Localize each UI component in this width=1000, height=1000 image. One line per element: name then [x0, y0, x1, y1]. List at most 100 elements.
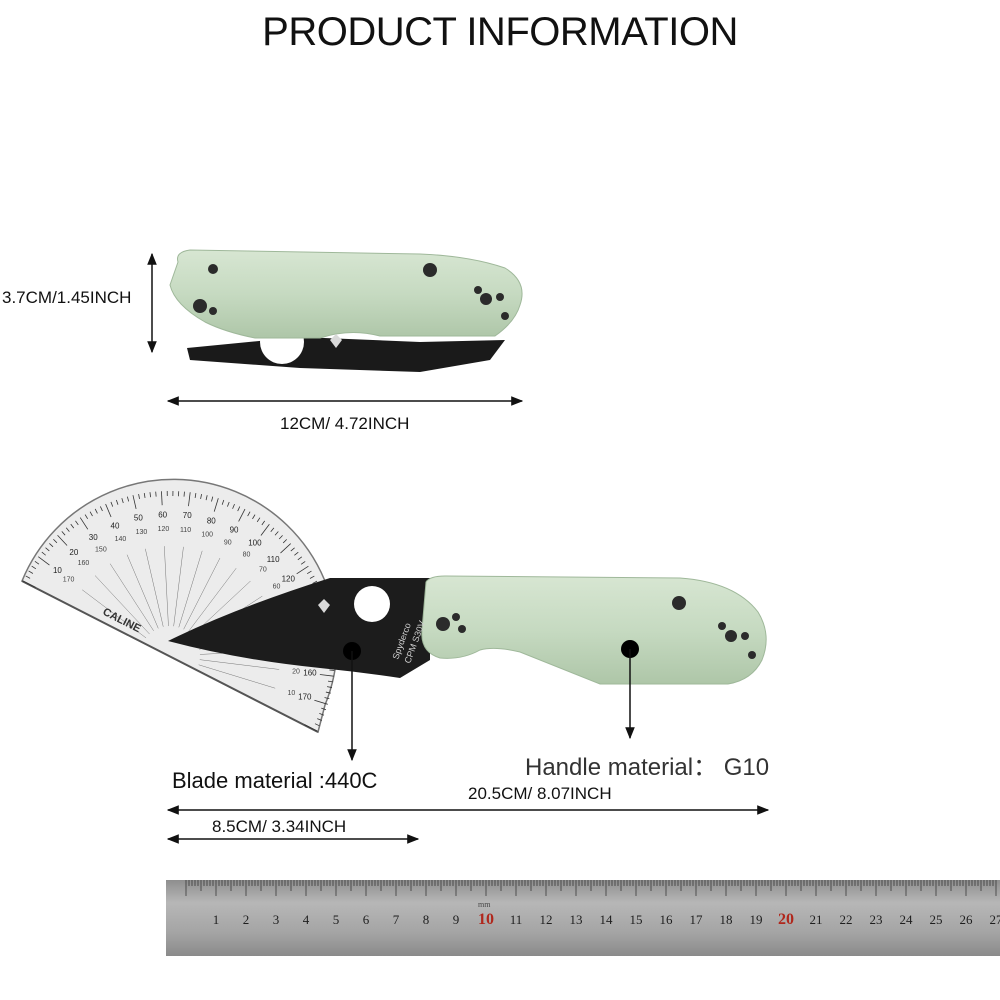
- protractor-tick: [121, 498, 124, 504]
- ruler-number: 27: [990, 912, 1000, 927]
- protractor-tick: [31, 565, 37, 570]
- protractor-tick: [45, 547, 50, 552]
- protractor-inner-label: 110: [180, 527, 191, 534]
- protractor-tick: [194, 492, 197, 499]
- protractor-tick: [211, 496, 214, 502]
- protractor-ray: [164, 546, 169, 627]
- protractor-tick: [261, 520, 266, 526]
- ruler-number: 11: [510, 912, 523, 927]
- protractor-tick: [326, 686, 333, 688]
- ruler-number: 2: [243, 912, 250, 927]
- protractor-tick: [138, 493, 140, 500]
- protractor-tick: [296, 565, 309, 575]
- protractor-ray: [82, 589, 147, 639]
- protractor-tick: [99, 506, 103, 512]
- protractor-inner-label: 90: [224, 540, 232, 547]
- protractor-ray: [199, 659, 280, 670]
- ruler-number: 19: [750, 912, 763, 927]
- closed-knife: [169, 249, 523, 372]
- ruler-number: 20: [778, 911, 794, 928]
- ruler-unit: mm: [478, 900, 491, 909]
- protractor-outer-label: 50: [134, 514, 143, 523]
- protractor-outer-label: 170: [298, 692, 312, 701]
- closed-knife-handle: [169, 249, 523, 339]
- ruler-body: [166, 880, 1000, 956]
- protractor-tick: [105, 503, 112, 518]
- protractor-outer-label: 160: [303, 668, 317, 677]
- protractor-tick: [89, 511, 93, 517]
- protractor-tick: [38, 556, 50, 566]
- blade-material-label: Blade material :440C: [172, 768, 378, 793]
- protractor-ray: [94, 575, 150, 635]
- ruler-number: 9: [453, 912, 460, 927]
- protractor-tick: [300, 561, 306, 565]
- ruler-number: 1: [213, 912, 220, 927]
- protractor-tick: [213, 498, 219, 512]
- protractor-tick: [260, 524, 270, 536]
- protractor-tick: [274, 531, 279, 536]
- height-dimension-label: 3.7CM/1.45INCH: [2, 288, 132, 307]
- protractor-tick: [312, 580, 318, 584]
- protractor-tick: [324, 697, 330, 700]
- protractor-tick: [314, 699, 328, 705]
- protractor-tick: [57, 534, 68, 546]
- closed-length-label: 12CM/ 4.72INCH: [280, 414, 410, 433]
- protractor-tick: [237, 506, 241, 512]
- protractor-tick: [321, 707, 327, 711]
- ruler-number: 8: [423, 912, 430, 927]
- protractor-ray: [187, 568, 237, 633]
- protractor-tick: [327, 680, 334, 683]
- protractor-tick: [94, 508, 98, 514]
- protractor-tick: [294, 551, 299, 556]
- protractor-tick: [304, 724, 318, 732]
- protractor-inner-label: 100: [201, 531, 213, 538]
- protractor-ray: [126, 554, 159, 629]
- protractor-inner-label: 140: [115, 536, 127, 543]
- protractor-tick: [22, 580, 36, 588]
- protractor-outer-label: 80: [207, 516, 216, 525]
- protractor-inner-label: 160: [78, 560, 90, 567]
- protractor-ray: [109, 563, 154, 631]
- spyder-logo-icon: [318, 599, 330, 613]
- protractor-tick: [252, 514, 256, 520]
- protractor-tick: [280, 543, 292, 554]
- protractor-tick: [232, 503, 235, 509]
- page-title: PRODUCT INFORMATION: [262, 10, 738, 54]
- spyder-logo-icon: [330, 334, 342, 348]
- protractor-tick: [49, 543, 54, 548]
- protractor-tick: [41, 551, 46, 556]
- open-knife-handle: [421, 575, 767, 685]
- protractor-outer-label: 120: [282, 574, 296, 583]
- handle-material-label: Handle material： G10: [525, 754, 770, 781]
- protractor-tick: [256, 517, 261, 523]
- protractor-tick: [115, 499, 119, 505]
- ruler-number: 15: [630, 912, 643, 927]
- ruler-number: 12: [540, 912, 553, 927]
- ruler-number: 26: [960, 912, 974, 927]
- protractor-tick: [161, 491, 163, 506]
- protractor-inner-label: 70: [259, 566, 267, 573]
- protractor-tick: [297, 556, 303, 561]
- protractor-tick: [84, 514, 89, 520]
- protractor-tick: [282, 539, 288, 544]
- protractor-outer-label: 100: [248, 539, 262, 548]
- ruler-number: 13: [570, 912, 583, 927]
- ruler-number: 23: [870, 912, 883, 927]
- protractor-tick: [317, 718, 323, 721]
- protractor-inner-label: 150: [95, 546, 107, 553]
- ruler-number: 7: [393, 912, 400, 927]
- protractor-tick: [325, 691, 331, 694]
- protractor-tick: [309, 575, 315, 579]
- ruler-number: 4: [303, 912, 310, 927]
- protractor-tick: [227, 501, 230, 507]
- protractor-tick: [306, 570, 312, 575]
- protractor-ray: [178, 550, 203, 628]
- protractor-tick: [200, 493, 202, 500]
- ruler-number: 21: [810, 912, 823, 927]
- protractor-tick: [143, 492, 146, 499]
- protractor-tick: [270, 527, 275, 532]
- protractor-ray: [183, 557, 221, 630]
- protractor-tick: [132, 495, 137, 509]
